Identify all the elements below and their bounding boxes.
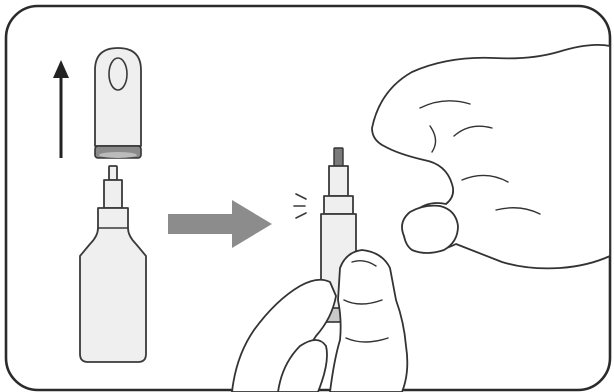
up-arrow-icon (53, 60, 69, 158)
cap (94, 47, 142, 159)
right-arrow-icon (168, 200, 272, 248)
holding-hand (231, 249, 409, 392)
tube-left (79, 165, 147, 363)
flicking-hand (371, 43, 611, 270)
spark-lines-icon (293, 193, 307, 219)
